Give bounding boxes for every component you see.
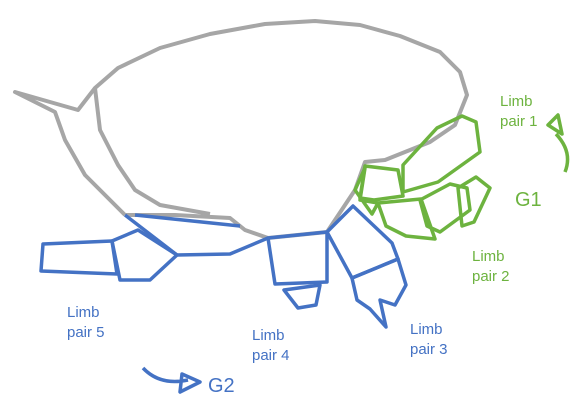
limb-group-g1 xyxy=(355,115,568,239)
limb-pair-3-label: Limb pair 3 xyxy=(410,320,448,360)
limb-pair-5-segment-b xyxy=(112,230,177,280)
limb-pair-2-label-line1: Limb xyxy=(472,247,510,267)
limb-pair-2-segment-c xyxy=(378,199,435,239)
limb-pair-1-label: Limb pair 1 xyxy=(500,92,538,132)
limb-pair-5-segment-a xyxy=(41,241,117,274)
group-1-label: G1 xyxy=(515,188,542,212)
body-carapace-outline xyxy=(15,21,467,238)
limb-pair-1-label-line2: pair 1 xyxy=(500,112,538,132)
limb-pair-4-segment-b xyxy=(284,285,320,308)
limb-pair-3-label-line1: Limb xyxy=(410,320,448,340)
limb-pair-2-label-line2: pair 2 xyxy=(472,267,510,287)
limb-pair-4-segment-a xyxy=(268,232,327,284)
limb-pair-4-label-line1: Limb xyxy=(252,326,290,346)
group-2-label: G2 xyxy=(208,374,235,398)
limb-pair-5-label: Limb pair 5 xyxy=(67,303,105,343)
limb-pair-5-label-line1: Limb xyxy=(67,303,105,323)
limb-pair-2-label: Limb pair 2 xyxy=(472,247,510,287)
limb-pair-5-label-line2: pair 5 xyxy=(67,323,105,343)
limb-pair-4-label: Limb pair 4 xyxy=(252,326,290,366)
rotation-arrow-g1 xyxy=(548,115,568,172)
limb-pair-3-label-line2: pair 3 xyxy=(410,340,448,360)
limb-pair-4-label-line2: pair 4 xyxy=(252,346,290,366)
limb-pair-3-segment-b xyxy=(352,259,406,327)
limb-group-g2 xyxy=(41,206,406,392)
rotation-arrow-g2 xyxy=(143,368,200,392)
limb-pair-1-label-line1: Limb xyxy=(500,92,538,112)
limb-pair-1-segment-b xyxy=(360,166,403,200)
limb-pair-2-segment-b xyxy=(458,177,490,226)
body-outline xyxy=(15,21,467,238)
body-inner-fold xyxy=(95,88,210,214)
